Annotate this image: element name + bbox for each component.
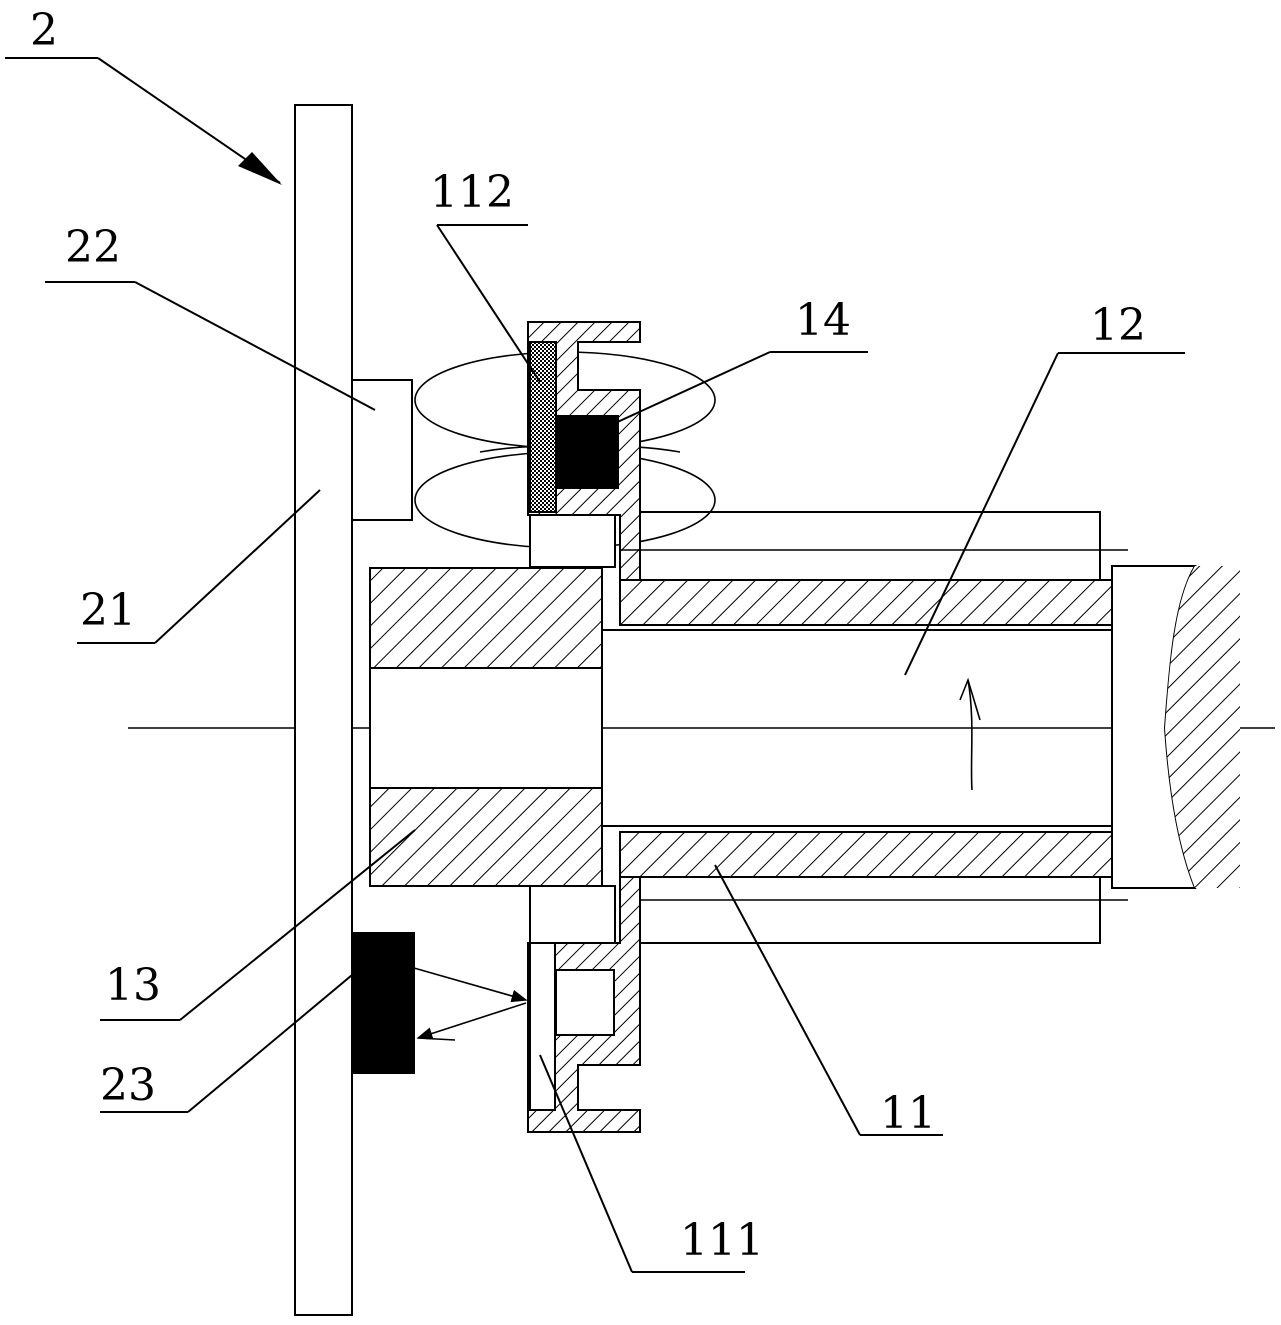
label-21: 21: [80, 585, 136, 636]
hub-13-bore: [369, 667, 603, 789]
leader-14: [599, 351, 771, 431]
ray-out: [413, 967, 528, 1003]
leader-112: [436, 224, 541, 383]
lower-flange-window: [555, 969, 615, 1036]
leader-13: [179, 829, 416, 1021]
leader-11: [714, 864, 861, 1136]
ray-tail: [417, 1037, 456, 1041]
label-23: 23: [100, 1060, 156, 1111]
hub-13-lower: [369, 787, 603, 887]
outer-sleeve-top: [640, 511, 1101, 580]
label-22: 22: [65, 222, 121, 273]
arrowhead-2: [238, 152, 282, 185]
label-2: 2: [30, 5, 58, 56]
leader-12: [904, 352, 1059, 676]
outer-sleeve-bottom: [639, 877, 1101, 944]
lower-flange-slot: [529, 942, 556, 1111]
sensor-23: [351, 932, 415, 1074]
pad-112: [529, 341, 557, 513]
leader-21: [154, 489, 321, 644]
label-112: 112: [430, 167, 514, 218]
rotation-arrow-head: [959, 677, 981, 721]
label-14: 14: [795, 295, 851, 346]
sleeve-11-upper: [619, 579, 1113, 626]
leader-111: [539, 1054, 633, 1273]
hub-13-upper: [369, 567, 603, 669]
ray-back: [416, 1002, 527, 1040]
sensor-block-22: [351, 379, 413, 521]
label-12: 12: [1090, 300, 1146, 351]
mounting-plate: [294, 104, 353, 1316]
rotation-arrow: [967, 679, 973, 791]
leader-23: [187, 959, 371, 1113]
label-111: 111: [680, 1215, 764, 1266]
sleeve-11-lower: [619, 831, 1113, 878]
magnet-14: [555, 415, 619, 489]
upper-step-block: [529, 514, 616, 568]
label-13: 13: [105, 960, 161, 1011]
fixed-wall: [1165, 566, 1240, 888]
lower-step-block: [529, 885, 616, 944]
leader-22: [134, 281, 376, 411]
label-11: 11: [880, 1088, 936, 1139]
